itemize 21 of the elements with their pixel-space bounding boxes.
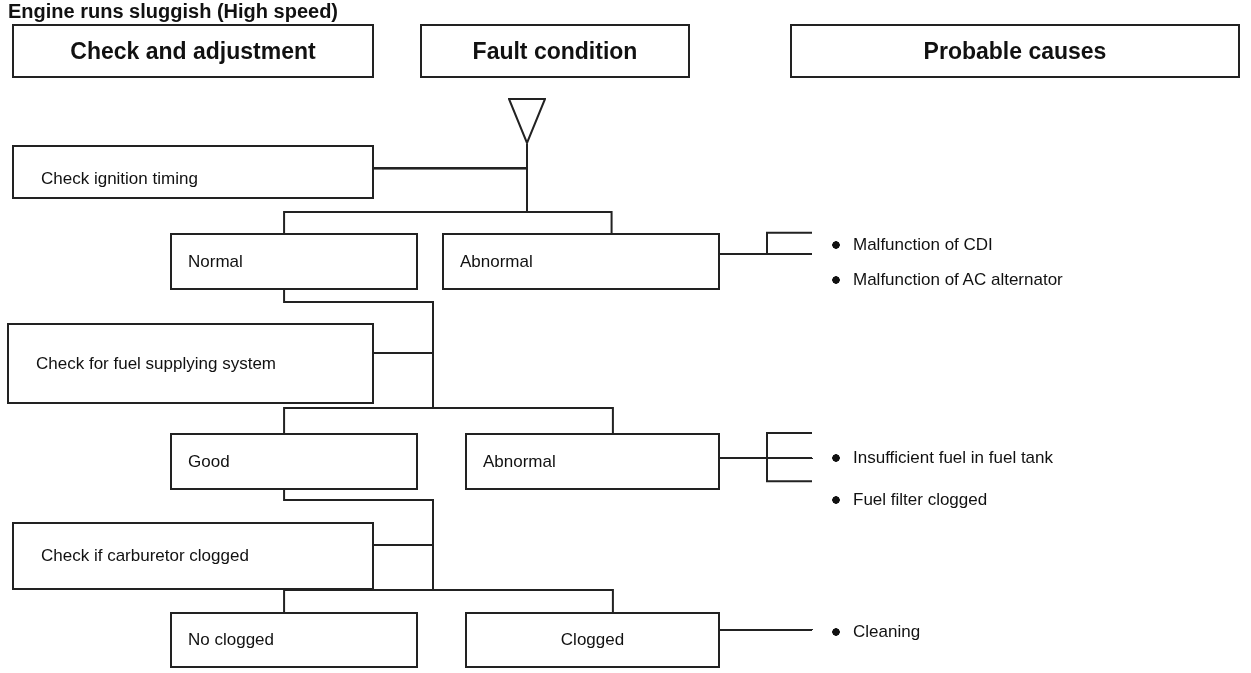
check-box: Check ignition timing	[12, 145, 374, 199]
connector-line	[719, 253, 813, 256]
column-header: Probable causes	[790, 24, 1240, 78]
result-box: Abnormal	[465, 433, 720, 490]
result-box: Clogged	[465, 612, 720, 668]
result-box: Normal	[170, 233, 418, 290]
connector-line	[719, 628, 813, 632]
connector-line	[719, 457, 813, 483]
connector-line	[283, 289, 434, 354]
result-box: Good	[170, 433, 418, 490]
connector-line	[373, 351, 614, 434]
column-header: Fault condition	[420, 24, 690, 78]
result-box: Abnormal	[442, 233, 720, 290]
column-header: Check and adjustment	[12, 24, 374, 78]
check-box: Check if carburetor clogged	[12, 522, 374, 590]
check-box: Check for fuel supplying system	[7, 323, 374, 404]
result-box: No clogged	[170, 612, 418, 668]
connector-line	[373, 544, 614, 613]
connector-line	[373, 167, 613, 234]
connector-line	[283, 489, 434, 547]
diagram-title: Engine runs sluggish (High speed)	[8, 0, 339, 22]
